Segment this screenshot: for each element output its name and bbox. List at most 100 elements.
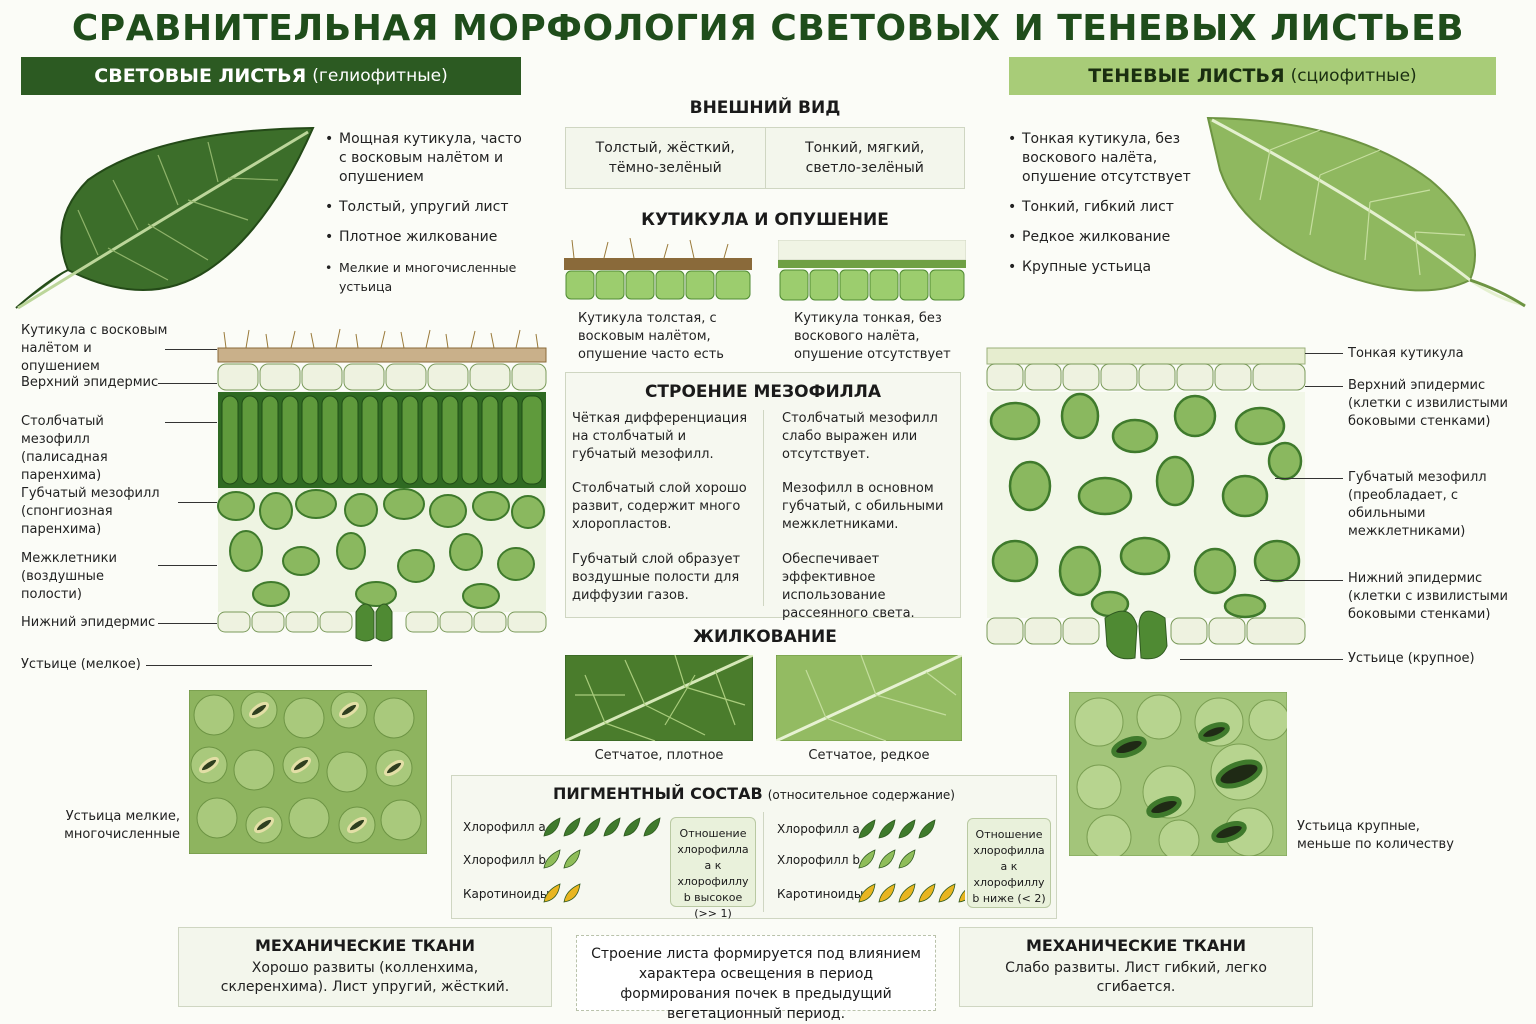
pigment-leaf-icon xyxy=(563,883,581,903)
pigment-leaf-icon xyxy=(623,817,641,837)
pigment-leaf-icon xyxy=(858,849,876,869)
venation-light-illustration xyxy=(565,655,753,741)
shade-header-title: ТЕНЕВЫЕ ЛИСТЬЯ xyxy=(1088,65,1285,87)
ratio-light-box: Отношение хлорофилла a к хлорофиллу b вы… xyxy=(670,817,756,920)
pigment-light-row-1: Хлорофилл a xyxy=(463,820,546,834)
leader-line xyxy=(158,383,217,384)
appearance-title: ВНЕШНИЙ ВИД xyxy=(689,98,841,118)
light-bullet-4: Мелкие и многочисленные устьица xyxy=(325,258,555,296)
leader-line xyxy=(146,665,372,666)
mesophyll-light-1: Чёткая дифференциация на столбчатый и гу… xyxy=(572,411,748,462)
pigment-heading: ПИГМЕНТНЫЙ СОСТАВ (относительное содержа… xyxy=(451,784,1057,803)
pigment-leaf-icon xyxy=(878,883,896,903)
light-stomata-caption: Устьица мелкие, многочисленные xyxy=(64,809,180,842)
pigment-leaf-icon xyxy=(858,883,876,903)
light-label-palisade: Столбчатый мезофилл (палисадная паренхим… xyxy=(21,414,108,483)
leader-line xyxy=(1180,659,1343,660)
leader-line xyxy=(158,565,217,566)
shade-label-upper-epidermis: Верхний эпидермис (клетки с извилистыми … xyxy=(1348,378,1508,429)
shade-mech-box: МЕХАНИЧЕСКИЕ ТКАНИ Слабо развиты. Лист г… xyxy=(959,927,1313,1007)
divider xyxy=(763,410,764,606)
light-label-stoma: Устьице (мелкое) xyxy=(21,657,141,672)
cuticle-title: КУТИКУЛА И ОПУШЕНИЕ xyxy=(641,210,889,230)
pigment-leaf-icon xyxy=(898,819,916,839)
light-header-title: СВЕТОВЫЕ ЛИСТЬЯ xyxy=(94,65,307,87)
pigment-leaf-icon xyxy=(898,883,916,903)
shade-stomata-caption: Устьица крупные, меньше по количеству xyxy=(1297,819,1454,852)
venation-light-caption: Сетчатое, плотное xyxy=(594,748,724,763)
mesophyll-light-3: Губчатый слой образует воздушные полости… xyxy=(572,552,741,603)
pigment-leaf-icon xyxy=(958,889,965,903)
appearance-light: Толстый, жёсткий, тёмно-зелёный xyxy=(566,128,766,188)
pigment-leaf-icon xyxy=(878,849,896,869)
ratio-shade-box: Отношение хлорофилла a к хлорофиллу b ни… xyxy=(967,818,1051,908)
mesophyll-shade-1: Столбчатый мезофилл слабо выражен или от… xyxy=(782,411,938,462)
shade-stomata-surface xyxy=(1069,692,1287,856)
leader-line xyxy=(1260,580,1343,581)
cuticle-light-illustration xyxy=(564,238,752,300)
shade-leaves-header: ТЕНЕВЫЕ ЛИСТЬЯ (сциофитные) xyxy=(1009,57,1496,95)
leader-line xyxy=(165,422,217,423)
leader-line xyxy=(1275,478,1343,479)
shade-cross-section xyxy=(986,347,1306,660)
light-label-upper-epidermis: Верхний эпидермис xyxy=(21,375,159,390)
shade-label-lower-epidermis: Нижний эпидермис (клетки с извилистыми б… xyxy=(1348,571,1508,622)
light-stomata-surface xyxy=(189,690,427,854)
light-label-spongy: Губчатый мезофилл (спонгиозная паренхима… xyxy=(21,486,160,537)
shade-label-cuticle: Тонкая кутикула xyxy=(1348,346,1464,361)
cuticle-shade-illustration xyxy=(778,240,966,301)
leader-line xyxy=(178,502,217,503)
pigment-shade-leaves xyxy=(858,819,965,903)
light-label-air-spaces: Межклетники (воздушные полости) xyxy=(21,551,117,602)
light-mech-box: МЕХАНИЧЕСКИЕ ТКАНИ Хорошо развиты (колле… xyxy=(178,927,552,1007)
pigment-leaf-icon xyxy=(918,819,936,839)
light-bullet-1: Мощная кутикула, часто с восковым налёто… xyxy=(325,130,525,187)
pigment-leaf-icon xyxy=(603,817,621,837)
mesophyll-title: СТРОЕНИЕ МЕЗОФИЛЛА xyxy=(644,382,882,402)
light-mech-text: Хорошо развиты (колленхима, склеренхима)… xyxy=(220,960,510,995)
leader-line xyxy=(1305,353,1343,354)
appearance-shade: Тонкий, мягкий, светло-зелёный xyxy=(805,140,925,176)
page-title: СРАВНИТЕЛЬНАЯ МОРФОЛОГИЯ СВЕТОВЫХ И ТЕНЕ… xyxy=(71,8,1465,49)
shade-leaf-illustration xyxy=(1206,116,1526,308)
shade-bullet-1: Тонкая кутикула, без воскового налёта, о… xyxy=(1008,130,1198,187)
divider xyxy=(763,812,764,912)
pigment-leaf-icon xyxy=(563,817,581,837)
light-header-sub: (гелиофитные) xyxy=(312,66,448,86)
pigment-leaf-icon xyxy=(938,883,956,903)
light-bullets: Мощная кутикула, часто с восковым налёто… xyxy=(325,130,555,307)
appearance-box: Толстый, жёсткий, тёмно-зелёный Тонкий, … xyxy=(565,127,965,189)
cuticle-shade-text: Кутикула тонкая, без воскового налёта, о… xyxy=(794,311,951,362)
light-mech-title: МЕХАНИЧЕСКИЕ ТКАНИ xyxy=(254,936,476,955)
formation-note: Строение листа формируется под влиянием … xyxy=(576,935,936,1022)
cuticle-light-text: Кутикула толстая, с восковым налётом, оп… xyxy=(578,311,724,362)
pigment-leaf-icon xyxy=(918,883,936,903)
pigment-leaf-icon xyxy=(643,817,661,837)
pigment-shade-row-2: Хлорофилл b xyxy=(777,853,861,867)
shade-mech-title: МЕХАНИЧЕСКИЕ ТКАНИ xyxy=(1025,936,1247,955)
pigment-shade-row-1: Хлорофилл a xyxy=(777,822,860,836)
pigment-shade-row-3: Каротиноиды xyxy=(777,887,864,901)
light-bullet-2: Толстый, упругий лист xyxy=(325,198,555,217)
shade-label-stoma: Устьице (крупное) xyxy=(1348,651,1475,666)
pigment-leaf-icon xyxy=(543,849,561,869)
leader-line xyxy=(165,349,217,350)
light-leaf-illustration xyxy=(15,126,315,310)
pigment-leaf-icon xyxy=(543,883,561,903)
shade-bullet-3: Редкое жилкование xyxy=(1008,228,1198,247)
light-cross-section xyxy=(217,328,547,642)
light-bullet-3: Плотное жилкование xyxy=(325,228,555,247)
pigment-title: ПИГМЕНТНЫЙ СОСТАВ xyxy=(553,784,763,803)
pigment-light-row-2: Хлорофилл b xyxy=(463,853,547,867)
venation-title: ЖИЛКОВАНИЕ xyxy=(693,627,837,647)
light-leaves-header: СВЕТОВЫЕ ЛИСТЬЯ (гелиофитные) xyxy=(21,57,521,95)
shade-label-spongy: Губчатый мезофилл (преобладает, с обильн… xyxy=(1348,470,1487,539)
shade-bullet-4: Крупные устьица xyxy=(1008,258,1198,277)
venation-shade-caption: Сетчатое, редкое xyxy=(808,748,930,763)
shade-bullet-2: Тонкий, гибкий лист xyxy=(1008,198,1198,217)
pigment-light-row-3: Каротиноиды xyxy=(463,887,550,901)
leader-line xyxy=(1305,386,1343,387)
light-label-lower-epidermis: Нижний эпидермис xyxy=(21,615,156,630)
leader-line xyxy=(158,623,217,624)
mesophyll-shade-2: Мезофилл в основном губчатый, с обильным… xyxy=(782,481,944,532)
